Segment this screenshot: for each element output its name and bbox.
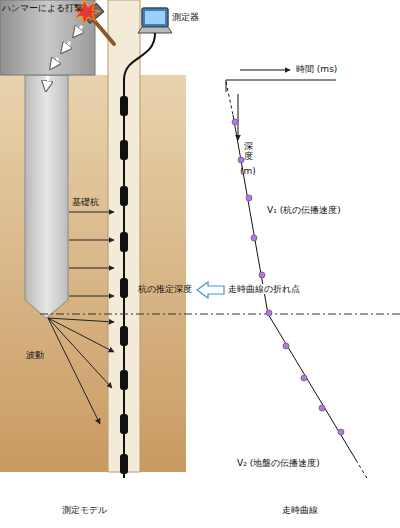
wave-label: 波動: [26, 350, 44, 360]
depth-estimate-label: 杭の推定深度: [138, 284, 192, 294]
data-point: [319, 405, 325, 411]
ground: [0, 75, 186, 472]
axis-label: 時間 (ms): [296, 64, 337, 74]
data-point: [246, 195, 252, 201]
sensor: [120, 232, 128, 252]
pile-label: 基礎杭: [72, 197, 99, 207]
axis-label: 深度: [244, 142, 253, 162]
data-points: [232, 119, 344, 435]
data-point: [238, 157, 244, 163]
pointer-arrow: [197, 282, 224, 298]
data-point: [266, 310, 272, 316]
impact-arrows: [46, 26, 82, 90]
data-point: [232, 119, 238, 125]
sensor: [120, 140, 128, 160]
chart-axes: [226, 70, 336, 140]
wave-arrows: [48, 212, 114, 424]
data-point: [251, 235, 257, 241]
sensor: [120, 278, 128, 298]
sensor-string: [120, 96, 128, 474]
panel-caption: 測定モデル: [62, 505, 107, 515]
cable: [124, 33, 155, 478]
velocity-label: V₁ (杭の伝播速度): [266, 205, 342, 215]
data-point: [301, 375, 307, 381]
panel-caption: 走時曲線: [282, 505, 318, 515]
sensor: [120, 454, 128, 474]
sensor: [120, 186, 128, 206]
sensor: [120, 370, 128, 390]
pile-cap: [0, 0, 95, 75]
bend-point-label: 走時曲線の折れ点: [227, 284, 301, 294]
data-point: [283, 343, 289, 349]
sensor: [120, 96, 128, 116]
pile: [25, 75, 68, 318]
data-point: [259, 272, 265, 278]
velocity-label: V₂ (地盤の伝播速度): [236, 458, 321, 468]
hammer-label: ハンマーによる打撃: [2, 3, 83, 13]
sensor: [120, 326, 128, 346]
depth-line: [40, 314, 400, 315]
sensor: [120, 414, 128, 434]
axis-unit: (m): [240, 166, 256, 176]
data-point: [338, 429, 344, 435]
device-label: 測定器: [172, 12, 199, 22]
measuring-device: [138, 8, 172, 33]
travel-time-curve: [226, 82, 368, 480]
